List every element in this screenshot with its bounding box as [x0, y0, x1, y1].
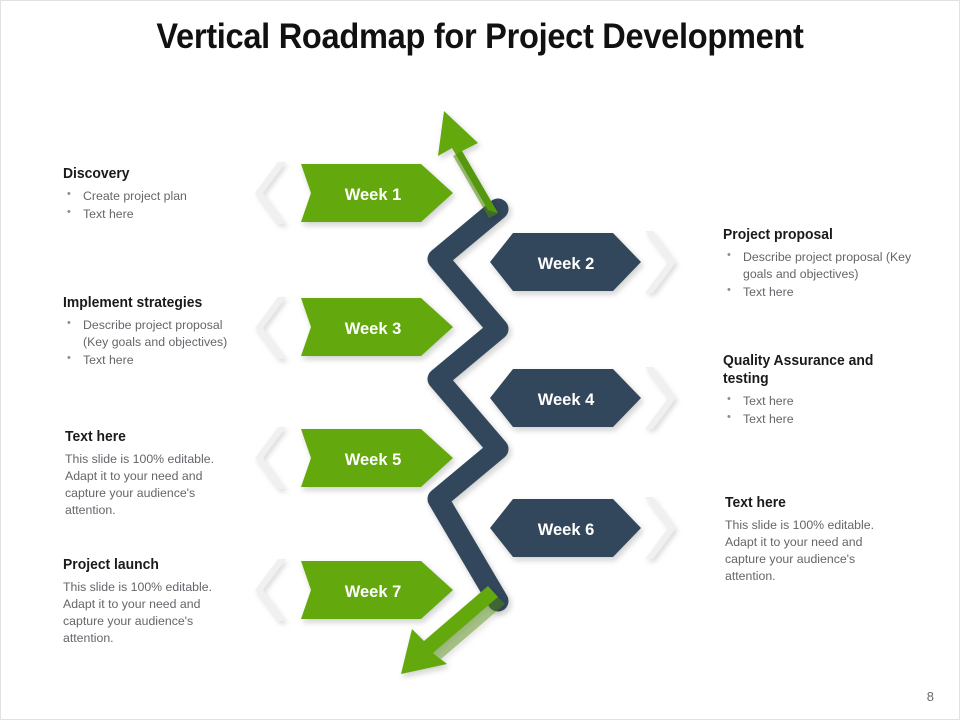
block-bullets: Describe project proposal (Key goals and…: [723, 248, 918, 301]
bullet-item: Describe project proposal (Key goals and…: [63, 316, 238, 351]
block-bullets: Text here Text here: [723, 392, 888, 428]
block-heading: Project proposal: [723, 227, 833, 243]
bullet-item: Text here: [723, 283, 918, 301]
block-heading: Implement strategies: [63, 295, 203, 311]
text-block-quality-assurance: Quality Assurance and testing Text here …: [723, 352, 888, 429]
page-title: Vertical Roadmap for Project Development: [156, 17, 804, 56]
text-block-discovery: Discovery Create project plan Text here: [63, 165, 243, 224]
chevron-outline-right-2: [645, 367, 676, 429]
milestone-label: Week 1: [345, 186, 402, 204]
text-block-project-proposal: Project proposal Describe project propos…: [723, 226, 918, 302]
milestone-week-6[interactable]: Week 6: [490, 499, 641, 557]
bullet-item: Text here: [63, 205, 243, 223]
block-bullets: Describe project proposal (Key goals and…: [63, 316, 238, 369]
page-number: 8: [926, 689, 934, 704]
text-block-implement-strategies: Implement strategies Describe project pr…: [63, 294, 238, 370]
text-block-right-text-here: Text here This slide is 100% editable. A…: [725, 494, 890, 585]
milestone-week-3[interactable]: Week 3: [301, 298, 453, 356]
milestone-week-5[interactable]: Week 5: [301, 429, 453, 487]
chevron-outline-left-2: [255, 297, 286, 359]
milestone-week-4[interactable]: Week 4: [490, 369, 641, 427]
milestone-label: Week 4: [538, 391, 595, 409]
arrow-down-green-icon: [401, 586, 505, 674]
roadmap-path-navy: [427, 198, 509, 612]
bullet-item: Text here: [63, 351, 238, 369]
chevron-outline-right-group: [645, 231, 676, 559]
bullet-item: Describe project proposal (Key goals and…: [723, 248, 918, 283]
bullet-item: Text here: [723, 410, 888, 428]
block-paragraph: This slide is 100% editable. Adapt it to…: [65, 452, 215, 517]
arrow-up-green-icon: [438, 111, 498, 218]
block-bullets: Create project plan Text here: [63, 187, 243, 223]
chevron-outline-left-3: [255, 427, 286, 489]
milestone-label: Week 3: [345, 320, 402, 338]
chevron-outline-right-1: [645, 231, 676, 293]
milestone-week-1[interactable]: Week 1: [301, 164, 453, 222]
bullet-item: Text here: [723, 392, 888, 410]
block-heading: Quality Assurance and testing: [723, 353, 874, 388]
block-heading: Discovery: [63, 166, 130, 182]
milestone-label: Week 5: [345, 451, 402, 469]
text-block-project-launch: Project launch This slide is 100% editab…: [63, 556, 228, 647]
block-heading: Project launch: [63, 557, 159, 573]
bullet-item: Create project plan: [63, 187, 243, 205]
block-heading: Text here: [725, 495, 786, 511]
milestone-label: Week 6: [538, 521, 595, 539]
block-paragraph: This slide is 100% editable. Adapt it to…: [725, 518, 875, 583]
milestone-week-7[interactable]: Week 7: [301, 561, 453, 619]
chevron-outline-left-4: [255, 559, 286, 621]
text-block-left-text-here: Text here This slide is 100% editable. A…: [65, 428, 230, 519]
milestone-label: Week 7: [345, 583, 402, 601]
milestone-label: Week 2: [538, 255, 595, 273]
chevron-outline-right-3: [645, 497, 676, 559]
chevron-outline-left-1: [255, 162, 286, 224]
chevron-outline-left-group: [255, 162, 286, 621]
milestone-week-2[interactable]: Week 2: [490, 233, 641, 291]
block-paragraph: This slide is 100% editable. Adapt it to…: [63, 580, 213, 645]
block-heading: Text here: [65, 429, 126, 445]
